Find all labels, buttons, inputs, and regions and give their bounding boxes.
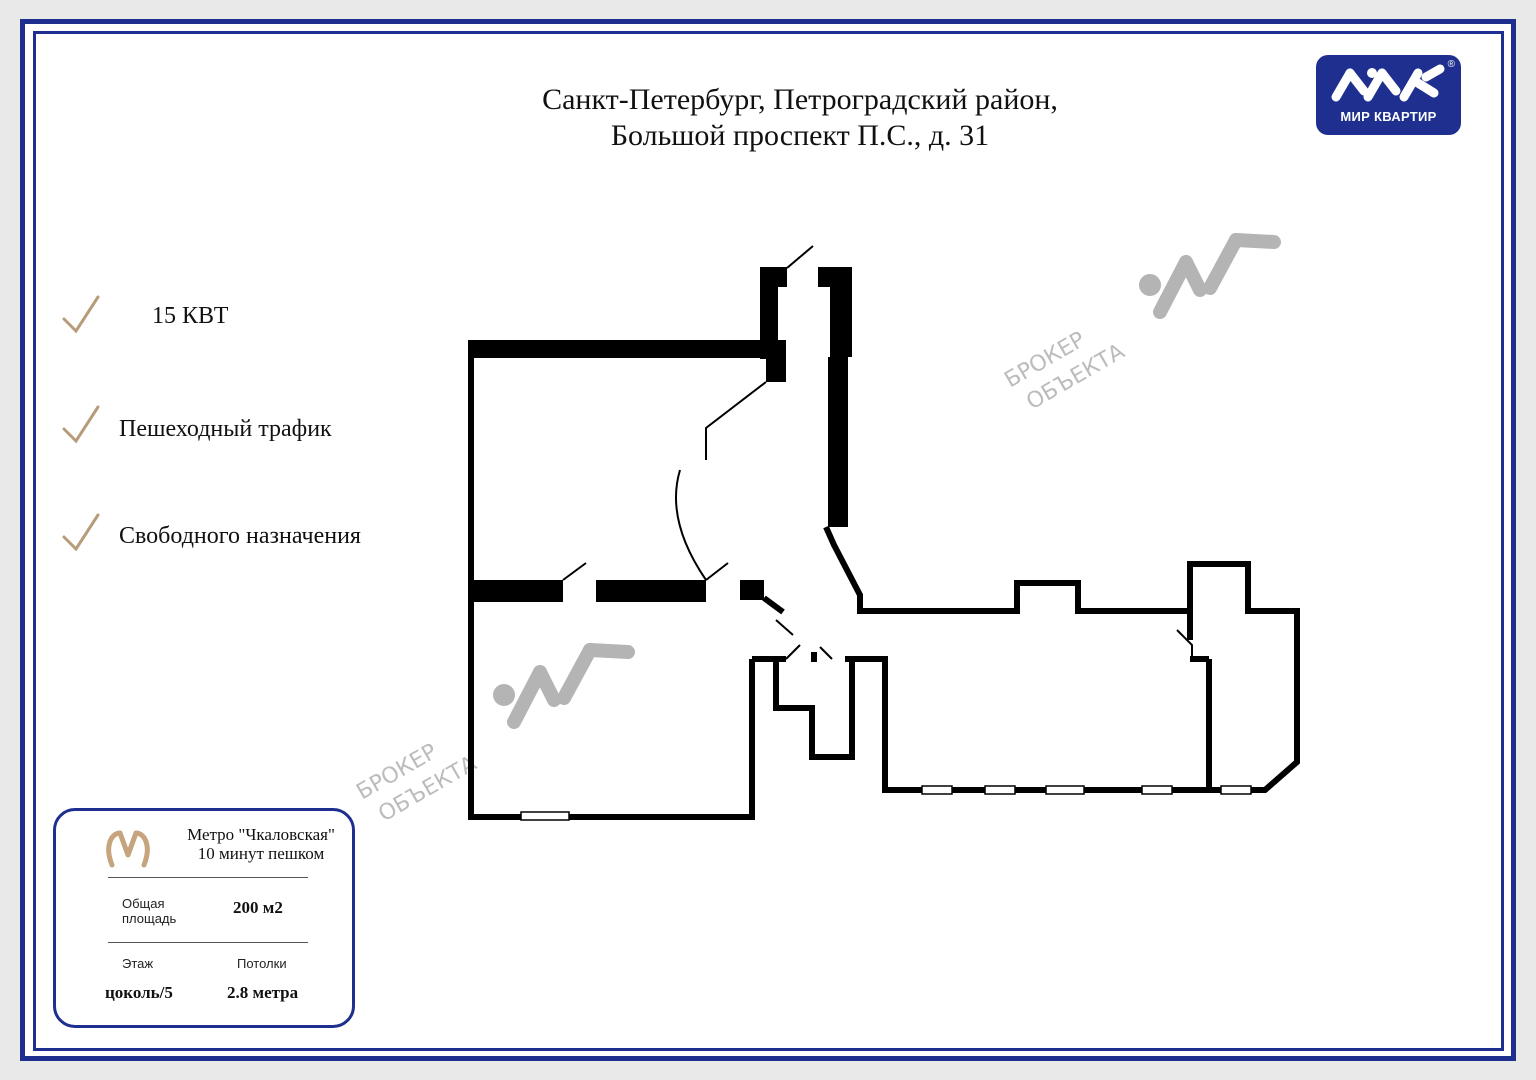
area-label: Общая площадь bbox=[122, 896, 176, 926]
address-line-1: Санкт-Петербург, Петроградский район, bbox=[542, 83, 1058, 116]
feature-traffic: Пешеходный трафик bbox=[119, 416, 332, 442]
watermark-broker: БРОКЕР ОБЪЕКТА bbox=[353, 739, 482, 827]
divider bbox=[108, 877, 308, 878]
metro-name: Метро "Чкаловская" bbox=[187, 825, 335, 844]
inner-frame bbox=[33, 31, 1504, 1051]
feature-purpose: Свободного назначения bbox=[119, 523, 361, 549]
divider bbox=[108, 942, 308, 943]
metro-icon bbox=[106, 830, 150, 868]
floor-label: Этаж bbox=[122, 956, 154, 971]
brand-logo-mark-icon bbox=[1331, 64, 1445, 102]
checkmark-icon bbox=[62, 295, 100, 334]
ceiling-value: 2.8 метра bbox=[227, 983, 299, 1002]
area-label-line-1: Общая bbox=[122, 896, 165, 911]
metro-walk: 10 минут пешком bbox=[197, 844, 325, 863]
registered-mark: ® bbox=[1447, 59, 1455, 70]
doors bbox=[562, 245, 1193, 660]
area-label-line-2: площадь bbox=[122, 911, 177, 926]
metro-info: Метро "Чкаловская" 10 минут пешком bbox=[166, 825, 356, 863]
brand-logo: ® МИР КВАРТИР bbox=[1316, 55, 1461, 135]
windows bbox=[520, 785, 1252, 821]
thin-walls bbox=[468, 358, 1300, 820]
watermark-logo-icon bbox=[1139, 233, 1281, 319]
checkmark-icon bbox=[62, 405, 100, 444]
checkmark-icon bbox=[62, 513, 100, 552]
area-value: 200 м2 bbox=[233, 898, 283, 917]
feature-power: 15 КВТ bbox=[152, 303, 229, 329]
address-line-2: Большой проспект П.С., д. 31 bbox=[610, 119, 990, 152]
info-card: Метро "Чкаловская" 10 минут пешком Общая… bbox=[53, 808, 355, 1028]
floor-value: цоколь/5 bbox=[105, 983, 173, 1002]
thick-walls bbox=[468, 267, 852, 602]
ceiling-label: Потолки bbox=[237, 956, 287, 971]
watermark-logo-icon bbox=[493, 643, 635, 729]
address-title: Санкт-Петербург, Петроградский район, Бо… bbox=[400, 82, 1200, 154]
brand-logo-caption: МИР КВАРТИР bbox=[1340, 109, 1437, 124]
watermark-broker: БРОКЕР ОБЪЕКТА bbox=[1001, 327, 1130, 415]
